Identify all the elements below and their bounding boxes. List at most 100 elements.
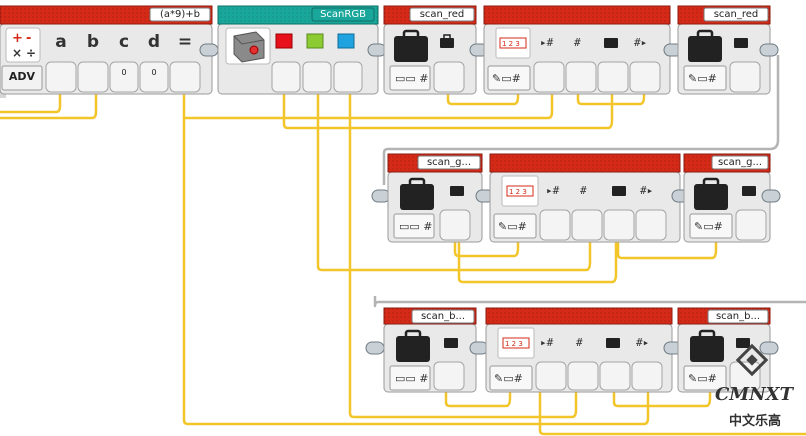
variable-write-block[interactable]: ✎▭# xyxy=(677,307,771,393)
briefcase-icon xyxy=(396,336,430,362)
variable-mode-selector[interactable] xyxy=(393,213,435,239)
sequence-connector[interactable] xyxy=(199,43,219,57)
input-a-slot[interactable] xyxy=(45,61,77,93)
array-out-icon: #▸ xyxy=(640,184,653,197)
sequence-connector[interactable] xyxy=(367,43,387,57)
svg-text:▭▭ #: ▭▭ # xyxy=(395,372,429,385)
briefcase-icon xyxy=(694,184,728,210)
math-block[interactable]: + - × ÷ xyxy=(0,5,213,95)
variable-mode-selector[interactable] xyxy=(683,65,727,91)
blue-channel-icon xyxy=(337,33,355,49)
array-operations-block[interactable]: 1 2 3 ✎▭# ▸# # #▸ xyxy=(483,5,671,95)
variable-write-block[interactable]: ✎▭# xyxy=(677,5,771,95)
index-icon: # xyxy=(576,336,583,349)
sequence-connector[interactable] xyxy=(761,189,781,203)
value-slot[interactable] xyxy=(599,361,631,391)
variable-mode-selector[interactable] xyxy=(683,365,727,391)
array-mode-selector[interactable] xyxy=(493,213,537,239)
variable-name-field[interactable] xyxy=(703,7,769,22)
index-slot[interactable] xyxy=(567,361,599,391)
input-b-slot[interactable] xyxy=(77,61,109,93)
variable-mode-selector[interactable] xyxy=(689,213,733,239)
variable-mode-selector[interactable] xyxy=(389,365,431,391)
sequence-connector[interactable] xyxy=(469,341,489,355)
svg-text:✎▭#: ✎▭# xyxy=(494,372,523,385)
svg-text:✎▭#: ✎▭# xyxy=(688,372,717,385)
index-slot[interactable] xyxy=(571,209,603,241)
svg-text:+: + xyxy=(12,31,23,46)
array-operations-block[interactable]: 1 2 3 ✎▭# ▸# # #▸ xyxy=(485,307,673,393)
variable-value-slot[interactable] xyxy=(729,361,761,391)
small-briefcase-icon xyxy=(450,186,464,196)
green-output-slot[interactable] xyxy=(302,61,332,93)
sequence-connector[interactable] xyxy=(759,43,779,57)
variable-read-block[interactable]: ▭▭ # xyxy=(383,307,477,393)
variable-value-slot[interactable] xyxy=(729,61,761,93)
array-in-slot[interactable] xyxy=(539,209,571,241)
index-slot[interactable] xyxy=(565,61,597,93)
small-briefcase-icon xyxy=(742,186,756,196)
variable-value-slot[interactable] xyxy=(735,209,767,241)
array-mode-selector[interactable] xyxy=(487,65,531,91)
array-out-slot[interactable] xyxy=(629,61,661,93)
small-briefcase-icon xyxy=(612,186,626,196)
color-sensor-block[interactable] xyxy=(217,5,379,95)
svg-text:÷: ÷ xyxy=(26,46,36,60)
green-channel-icon xyxy=(306,33,324,49)
variable-read-block[interactable]: ▭▭ # xyxy=(387,153,483,243)
briefcase-icon xyxy=(690,336,724,362)
array-in-icon: ▸# xyxy=(546,184,560,197)
small-briefcase-icon xyxy=(736,338,750,348)
sequence-connector[interactable] xyxy=(759,341,779,355)
index-icon: # xyxy=(574,36,581,49)
variable-name-field[interactable] xyxy=(711,155,769,170)
array-out-slot[interactable] xyxy=(631,361,663,391)
svg-text:✎▭#: ✎▭# xyxy=(688,72,717,85)
variable-value-slot[interactable] xyxy=(433,61,465,93)
input-c-slot[interactable] xyxy=(109,61,139,93)
adv-mode-button[interactable] xyxy=(1,65,43,91)
color-sensor-icon xyxy=(225,27,271,65)
array-in-slot[interactable] xyxy=(535,361,567,391)
value-slot[interactable] xyxy=(597,61,629,93)
variable-name-field[interactable] xyxy=(417,155,481,170)
math-expression-field[interactable] xyxy=(149,7,211,22)
svg-text:×: × xyxy=(12,46,22,60)
index-icon: # xyxy=(580,184,587,197)
value-slot[interactable] xyxy=(603,209,635,241)
array-in-icon: ▸# xyxy=(540,336,554,349)
array-out-icon: #▸ xyxy=(634,36,647,49)
variable-name-field[interactable] xyxy=(707,309,769,324)
svg-text:✎▭#: ✎▭# xyxy=(694,220,723,233)
array-in-slot[interactable] xyxy=(533,61,565,93)
sequence-connector[interactable] xyxy=(365,341,385,355)
array-mode-selector[interactable] xyxy=(489,365,533,391)
svg-text:✎▭#: ✎▭# xyxy=(492,72,521,85)
svg-text:1 2 3: 1 2 3 xyxy=(502,40,520,48)
svg-text:▭▭ #: ▭▭ # xyxy=(399,220,433,233)
briefcase-icon xyxy=(394,29,428,62)
blue-output-slot[interactable] xyxy=(333,61,363,93)
svg-text:1 2 3: 1 2 3 xyxy=(505,340,523,348)
svg-text:✎▭#: ✎▭# xyxy=(498,220,527,233)
variable-value-slot[interactable] xyxy=(433,361,465,391)
output-result-slot[interactable] xyxy=(169,61,201,93)
data-wires xyxy=(0,55,806,436)
red-output-slot[interactable] xyxy=(271,61,301,93)
variable-mode-selector[interactable] xyxy=(389,65,431,91)
variable-value-slot[interactable] xyxy=(439,209,471,241)
small-briefcase-icon xyxy=(734,38,748,48)
variable-name-field[interactable] xyxy=(409,7,475,22)
array-out-icon: #▸ xyxy=(636,336,649,349)
input-d-slot[interactable] xyxy=(139,61,169,93)
array-operations-block[interactable]: 1 2 3 ✎▭# ▸# # #▸ xyxy=(489,153,681,243)
variable-write-block[interactable]: ✎▭# xyxy=(683,153,771,243)
small-briefcase-icon xyxy=(606,338,620,348)
sensor-title-field[interactable] xyxy=(311,7,375,22)
math-mode-icon[interactable] xyxy=(5,27,41,63)
array-out-slot[interactable] xyxy=(635,209,667,241)
svg-text:▭▭ #: ▭▭ # xyxy=(395,72,429,85)
sequence-connector[interactable] xyxy=(371,189,391,203)
variable-read-block[interactable]: ▭▭ # xyxy=(383,5,477,95)
variable-name-field[interactable] xyxy=(411,309,475,324)
